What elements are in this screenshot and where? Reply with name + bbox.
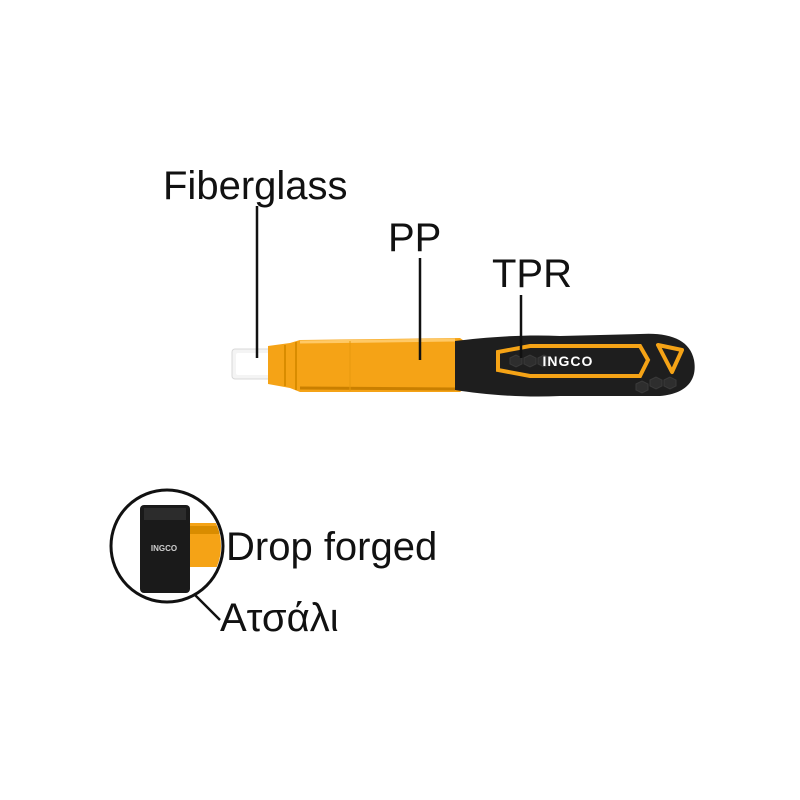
fiberglass-label: Fiberglass	[163, 164, 348, 208]
head-brand-logo: INGCO	[151, 544, 177, 553]
tpr-grip	[455, 333, 695, 397]
steel-label: Ατσάλι	[220, 596, 339, 640]
handle-brand-logo: INGCO	[543, 353, 594, 369]
pp-sleeve	[268, 338, 470, 392]
pp-label: PP	[388, 216, 442, 260]
head-detail-inset	[109, 488, 225, 604]
tpr-label: TPR	[492, 252, 572, 296]
fiberglass-core	[231, 348, 275, 380]
leader-lines	[171, 206, 523, 621]
drop-forged-label: Drop forged	[226, 525, 438, 569]
